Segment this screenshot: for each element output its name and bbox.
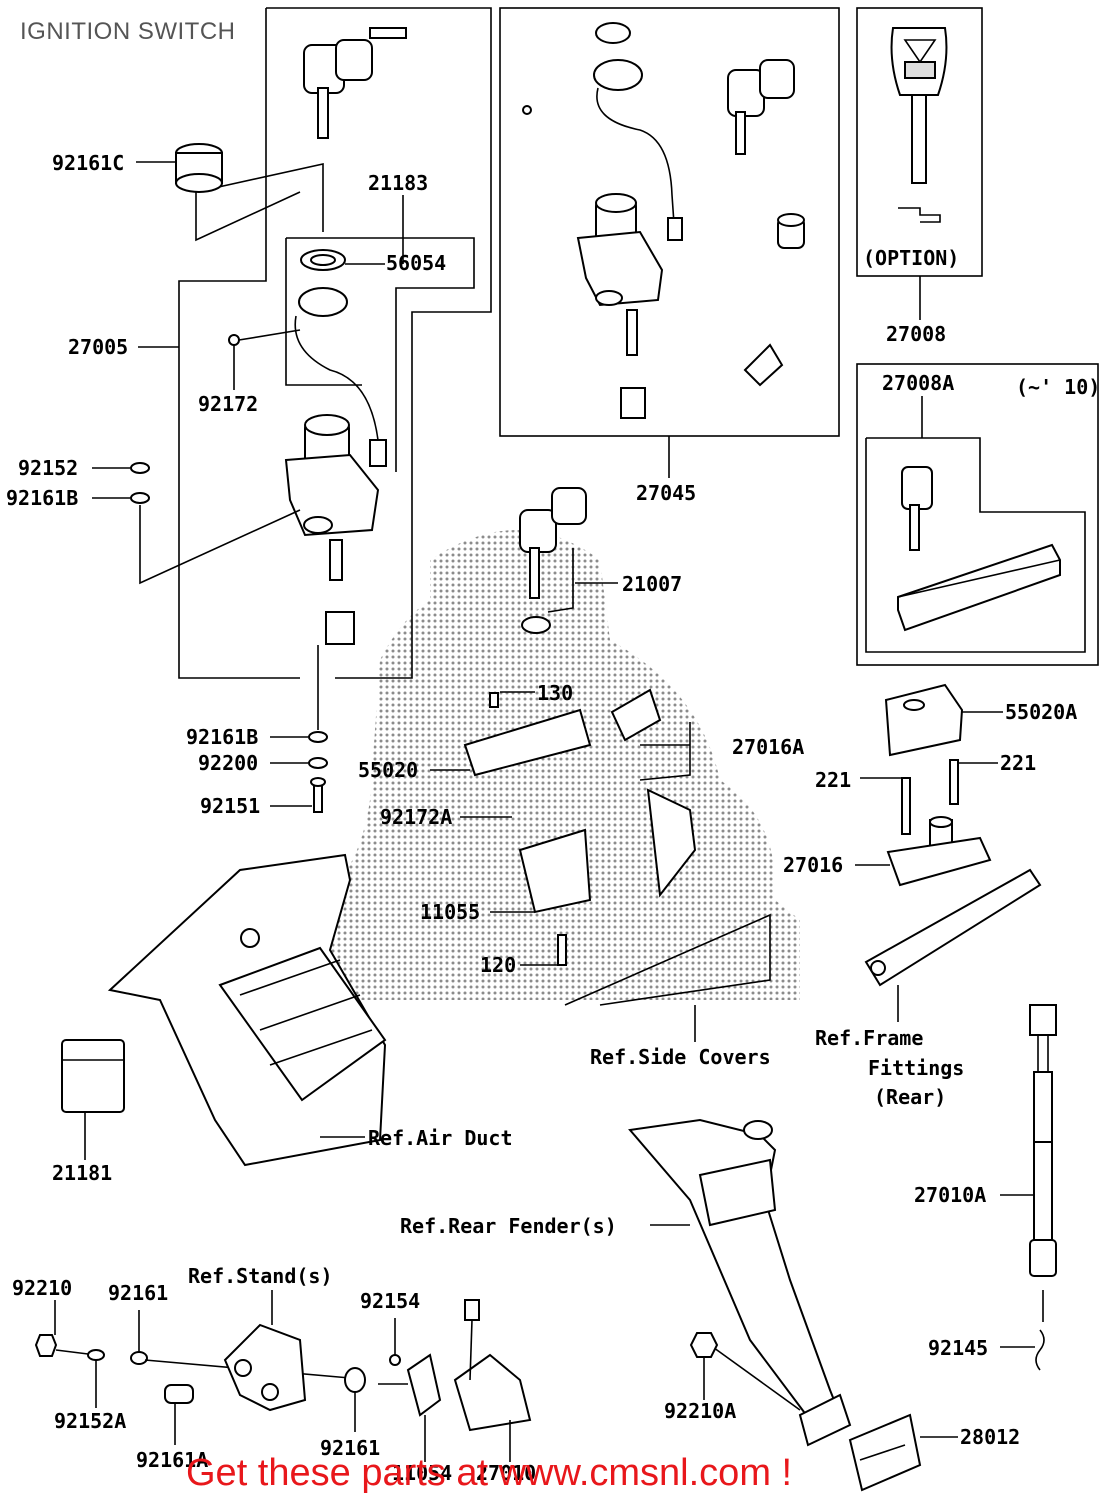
rear-fender-icon: [628, 1118, 958, 1492]
watermark-logo: [320, 530, 800, 1000]
label-92152: 92152: [18, 456, 78, 480]
label-28012: 28012: [960, 1425, 1020, 1449]
kawasaki-key-icon: [890, 27, 948, 223]
collar-icon: [175, 143, 223, 193]
label-92210: 92210: [12, 1276, 72, 1300]
center-leader-lines: [430, 548, 696, 1042]
label-120: 120: [480, 953, 516, 977]
label-27008A: 27008A: [882, 371, 954, 395]
label-27016A: 27016A: [732, 735, 804, 759]
key-box-27008A-icon: [897, 466, 1061, 632]
promo-banner-link[interactable]: Get these parts at www.cmsnl.com !: [186, 1452, 793, 1494]
mount-lines-27005: [139, 505, 319, 730]
label-92161C: 92161C: [52, 151, 124, 175]
label-27016: 27016: [783, 853, 843, 877]
label-92161B-upper: 92161B: [6, 486, 78, 510]
label-21007: 21007: [622, 572, 682, 596]
diagram-title: IGNITION SWITCH: [20, 18, 236, 45]
label-130: 130: [537, 681, 573, 705]
label-92152A: 92152A: [54, 1409, 126, 1433]
ignition-switch-body-icon: [284, 414, 380, 645]
label-21181: 21181: [52, 1161, 112, 1185]
label-92200: 92200: [198, 751, 258, 775]
label-55020A: 55020A: [1005, 700, 1077, 724]
label-27005: 27005: [68, 335, 128, 359]
label-92172: 92172: [198, 392, 258, 416]
lock-cylinder-cap-icon: [294, 287, 387, 467]
small-screw-icon: [228, 329, 301, 346]
label-ref-stand: Ref.Stand(s): [188, 1264, 333, 1288]
left-leader-lines: [92, 161, 923, 807]
washer-92152-icon: [130, 462, 328, 813]
label-ref-air-duct: Ref.Air Duct: [368, 1126, 513, 1150]
group-27008A-box: [856, 363, 1099, 666]
label-27045: 27045: [636, 481, 696, 505]
seat-lock-27016-icon: [855, 683, 1042, 1022]
label-fittings: Fittings: [868, 1056, 964, 1080]
label-92145: 92145: [928, 1336, 988, 1360]
label-221-left: 221: [815, 768, 851, 792]
nut-92210A-icon: [689, 1332, 719, 1400]
label-11055: 11055: [420, 900, 480, 924]
label-option: (OPTION): [863, 246, 959, 270]
label-ref-side-covers: Ref.Side Covers: [590, 1045, 771, 1069]
label-11054: 11054: [392, 1461, 452, 1485]
key-pair-icon: [303, 27, 407, 139]
label-27010A: 27010A: [914, 1183, 986, 1207]
label-92161-upper: 92161: [108, 1281, 168, 1305]
label-92172A: 92172A: [380, 805, 452, 829]
group-27005-outline: [178, 7, 492, 679]
part-labels: 92161C 21183 56054 27005 92172 92152 921…: [6, 151, 1100, 1485]
label-27010: 27010: [476, 1461, 536, 1485]
label-rear: (Rear): [874, 1085, 946, 1109]
kit-27045-parts-icon: [522, 22, 805, 419]
label-221-right: 221: [1000, 751, 1036, 775]
sidestand-switch-icon: [34, 1290, 532, 1462]
label-92161A: 92161A: [136, 1448, 208, 1472]
label-55020: 55020: [358, 758, 418, 782]
label-21183: 21183: [368, 171, 428, 195]
stop-switch-27010A-icon: [1000, 1004, 1057, 1371]
label-ref-frame: Ref.Frame: [815, 1026, 923, 1050]
washer-56054-icon: [300, 249, 346, 271]
label-ref-rear-fender: Ref.Rear Fender(s): [400, 1214, 617, 1238]
center-keys-icon: [463, 487, 771, 1006]
label-model-range: (~' 10): [1016, 375, 1100, 399]
label-27008: 27008: [886, 322, 946, 346]
label-92151: 92151: [200, 794, 260, 818]
label-92154: 92154: [360, 1289, 420, 1313]
label-92161-lower: 92161: [320, 1436, 380, 1460]
label-92161B-lower: 92161B: [186, 725, 258, 749]
label-56054: 56054: [386, 251, 446, 275]
label-92210A: 92210A: [664, 1399, 736, 1423]
air-duct-icon: [61, 853, 387, 1167]
